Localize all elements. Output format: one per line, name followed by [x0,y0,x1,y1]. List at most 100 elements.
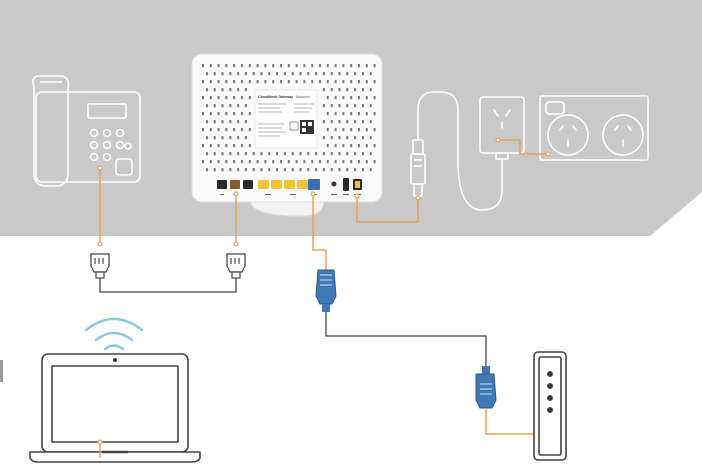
phone-port-3 [243,180,253,189]
vent-slot [260,72,263,76]
vent-slot [252,152,255,156]
vent-slot [260,152,263,156]
vent-slot [365,80,368,84]
vent-slot [209,112,212,116]
edge-fragment [0,360,3,382]
vent-slot [237,136,240,140]
vent-slot [326,64,329,68]
vent-slot [252,168,255,172]
vent-slot [213,104,216,108]
vent-slot [342,112,345,116]
vent-slot [338,120,341,124]
vent-slot [354,88,357,92]
vent-slot [229,88,232,92]
vent-slot [322,72,325,76]
vent-slot [307,72,310,76]
vent-slot [225,64,228,68]
vent-slot [369,104,372,108]
vent-slot [237,88,240,92]
vent-slot [229,104,232,108]
vent-slot [354,72,357,76]
vent-slot [256,160,259,164]
vent-slot [315,168,318,172]
vent-slot [205,120,208,124]
vent-slot [358,96,360,100]
connector-to-nbn-line [485,408,550,435]
vent-slot [268,168,271,172]
vent-slot [334,80,337,84]
vent-slot [369,120,372,124]
vent-slot [326,144,329,148]
vent-slot [276,72,279,76]
vent-slot [276,152,279,156]
vent-slot [303,160,306,164]
wifi-icon [84,317,144,351]
vent-slot [346,72,349,76]
vent-slot [365,160,368,164]
vent-slot [229,120,232,124]
vent-slot [342,64,345,68]
vent-slot [291,72,294,76]
vent-slot [326,128,329,132]
vent-slot [241,96,243,100]
vent-slot [209,80,212,84]
vent-slot [373,96,376,100]
vent-slot [299,152,302,156]
ethernet-cable [325,312,487,366]
vent-slot [280,160,282,164]
laptop-icon [29,353,201,463]
vent-slot [361,104,364,108]
modem-maker-label: Netcomm [296,95,310,99]
vent-slot [311,160,314,164]
vent-slot [221,88,224,92]
vent-slot [358,160,360,164]
vent-slot [338,88,341,92]
vent-slot [244,136,247,140]
vent-slot [338,152,341,156]
vent-slot [217,144,220,148]
vent-slot [248,160,251,164]
vent-slot [221,120,224,124]
vent-slot [342,160,345,164]
vent-slot [322,104,325,108]
vent-slot [229,152,232,156]
usb-port [343,178,349,191]
lan-port-2 [271,180,282,189]
vent-slot [358,80,360,84]
vent-slot [361,120,364,124]
vent-slot [209,144,212,148]
vent-slot [252,72,255,76]
power-outlet-icon [539,95,649,161]
vent-slot [209,128,212,132]
vent-slot [283,72,286,76]
wan-to-connector-line [312,194,327,270]
vent-slot [334,160,337,164]
vent-slot [248,64,251,68]
vent-slot [272,64,275,68]
vent-slot [307,168,310,172]
vent-slot [319,64,321,68]
vent-slot [202,64,204,68]
phone-cable [99,278,237,293]
vent-slot [225,96,228,100]
vent-slot [299,72,302,76]
ethernet-connector-icon-2 [475,366,497,409]
vent-slot [237,168,240,172]
vent-slot [205,88,208,92]
vent-slot [373,128,376,132]
vent-slot [272,80,275,84]
vent-slot [365,144,368,148]
vent-slot [225,144,228,148]
vent-slot [350,80,353,84]
vent-slot [342,128,345,132]
vent-slot [217,112,220,116]
vent-slot [330,120,333,124]
vent-slot [213,88,216,92]
vent-slot [202,160,204,164]
vent-slot [319,160,321,164]
vent-slot [233,112,236,116]
vent-slot [221,168,224,172]
vent-slot [221,136,224,140]
telephone-icon [31,75,141,187]
